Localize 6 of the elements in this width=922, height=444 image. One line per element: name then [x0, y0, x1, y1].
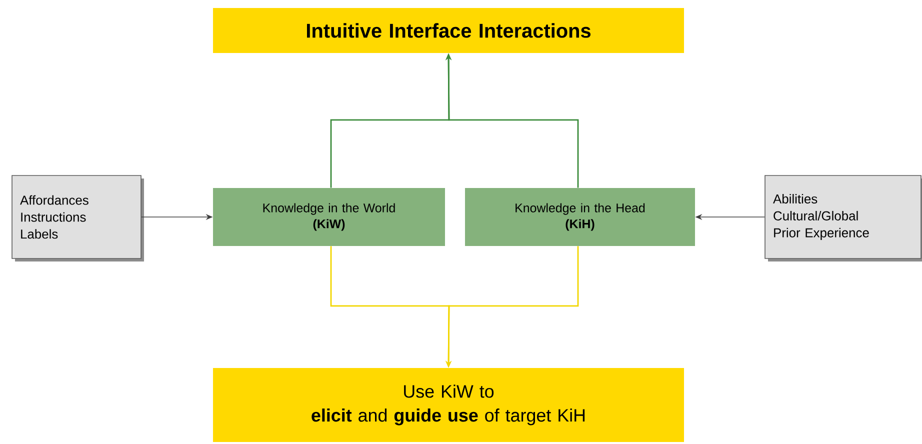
knowledge-box: Knowledge in the Head (KiH)	[465, 188, 695, 246]
knowledge-box: Knowledge in the World (KiW)	[213, 188, 445, 246]
input-box: Affordances Instructions Labels	[12, 175, 142, 259]
heading-banner: Intuitive Interface Interactions	[213, 8, 684, 53]
outcome-banner: Use KiW to elicit and guide use of target KiH	[213, 368, 684, 442]
input-box: Abilities Cultural/Global Prior Experience	[764, 175, 922, 259]
